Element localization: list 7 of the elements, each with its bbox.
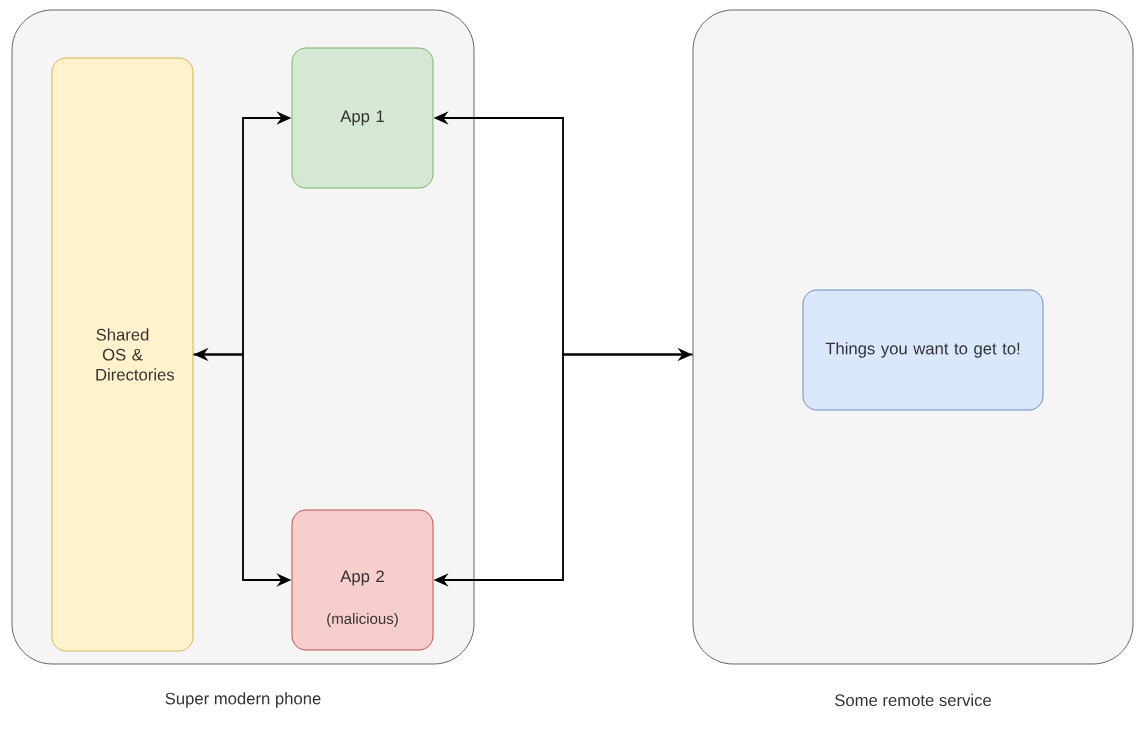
process-box: App 2 (malicious) (291, 509, 434, 651)
service-box (692, 9, 1134, 665)
process-box: Shared OS & Directories (51, 57, 194, 652)
process-box: App 1 (291, 47, 434, 189)
caption-text: Super modern phone (165, 692, 321, 708)
caption-text: Some remote service (835, 693, 991, 707)
process-box: Things you want to get to! (802, 289, 1044, 411)
